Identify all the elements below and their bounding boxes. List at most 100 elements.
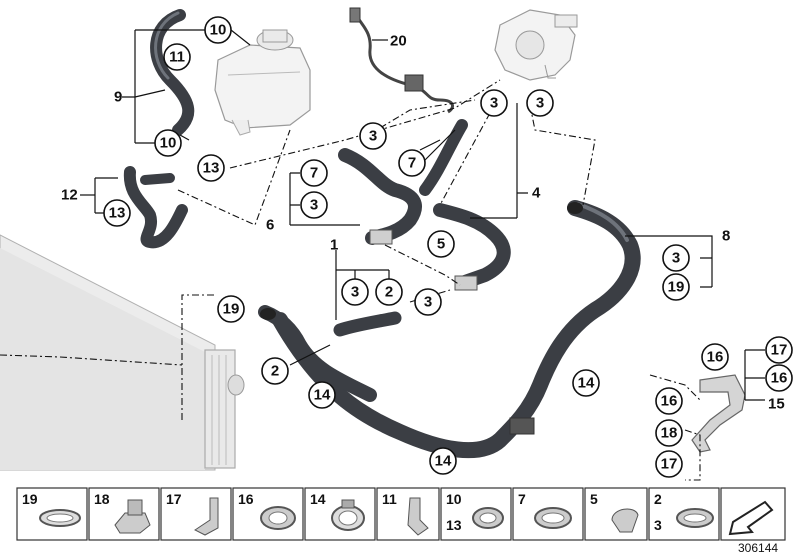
svg-text:11: 11	[169, 49, 185, 66]
svg-text:14: 14	[435, 453, 452, 470]
callout-14-c[interactable]: 14	[429, 447, 457, 475]
callout-16-c[interactable]: 16	[655, 387, 683, 415]
expansion-tank	[214, 29, 311, 136]
direction-arrow-icon	[728, 500, 774, 536]
hose-clamp-icon	[676, 508, 714, 528]
callout-7-a[interactable]: 7	[398, 149, 426, 177]
callout-17-a[interactable]: 17	[765, 336, 793, 364]
svg-text:5: 5	[437, 236, 445, 253]
svg-text:16: 16	[707, 349, 724, 366]
callout-10-bottom[interactable]: 10	[154, 129, 182, 157]
spring-clamp-icon	[260, 506, 296, 530]
svg-text:3: 3	[490, 95, 498, 112]
callout-3-g8[interactable]: 3	[662, 244, 690, 272]
reference-number: 306144	[738, 541, 778, 555]
callout-13-a[interactable]: 13	[197, 154, 225, 182]
svg-text:13: 13	[203, 160, 220, 177]
legend-item-16[interactable]: 16	[232, 487, 304, 541]
svg-text:16: 16	[771, 370, 788, 387]
callout-2-g1[interactable]: 2	[375, 278, 403, 306]
svg-text:3: 3	[672, 250, 680, 267]
radiator	[0, 234, 245, 471]
hose-clamp-icon	[331, 499, 365, 531]
leader-lines	[80, 29, 765, 401]
svg-text:3: 3	[351, 284, 359, 301]
callout-3-pump-b[interactable]: 3	[526, 89, 554, 117]
legend-item-10-13[interactable]: 10 13	[440, 487, 512, 541]
callout-17-b[interactable]: 17	[655, 450, 683, 478]
thermostat-housing	[494, 9, 578, 81]
callout-14-b[interactable]: 14	[572, 369, 600, 397]
legend-item-5[interactable]: 5	[584, 487, 648, 541]
legend-item-11[interactable]: 11	[376, 487, 440, 541]
hose-clamp-icon	[534, 507, 572, 529]
group-label-6: 6	[266, 217, 274, 234]
callout-7-b[interactable]: 7	[300, 159, 328, 187]
callout-14-a[interactable]: 14	[308, 381, 336, 409]
nut-icon	[114, 499, 151, 534]
callout-3-tank[interactable]: 3	[359, 122, 387, 150]
svg-text:18: 18	[94, 491, 110, 507]
legend-item-17[interactable]: 17	[160, 487, 232, 541]
svg-text:17: 17	[771, 342, 788, 359]
svg-text:16: 16	[661, 393, 678, 410]
svg-text:14: 14	[578, 375, 595, 392]
group-label-15: 15	[768, 396, 785, 413]
legend-item-7[interactable]: 7	[512, 487, 584, 541]
clip-icon	[407, 497, 429, 536]
callout-19-g8[interactable]: 19	[662, 273, 690, 301]
callout-16-b[interactable]: 16	[765, 364, 793, 392]
sensor-wire	[349, 7, 454, 114]
direction-arrow-box	[720, 487, 786, 541]
callout-19-left[interactable]: 19	[217, 295, 245, 323]
svg-text:10: 10	[446, 491, 462, 507]
callout-2-left[interactable]: 2	[261, 357, 289, 385]
callout-13-b[interactable]: 13	[103, 199, 131, 227]
callouts: 10 11 10 13 13 3 3 3 7 7 3 5 3 2 3 19 2 …	[103, 16, 793, 478]
svg-text:2: 2	[654, 491, 662, 507]
callout-18[interactable]: 18	[655, 419, 683, 447]
legend-item-18[interactable]: 18	[88, 487, 160, 541]
svg-text:2: 2	[385, 284, 393, 301]
callout-11[interactable]: 11	[163, 43, 191, 71]
svg-text:3: 3	[369, 128, 377, 145]
svg-text:14: 14	[310, 491, 326, 507]
svg-text:3: 3	[424, 294, 432, 311]
legend-item-14[interactable]: 14	[304, 487, 376, 541]
group-label-8: 8	[722, 228, 730, 245]
svg-text:19: 19	[668, 279, 685, 296]
callout-5[interactable]: 5	[427, 230, 455, 258]
svg-text:11: 11	[382, 491, 397, 507]
svg-text:3: 3	[654, 517, 662, 533]
callout-10-top[interactable]: 10	[204, 16, 232, 44]
parts-legend: 19 18 17 16	[16, 487, 786, 541]
dash-lines	[0, 79, 701, 481]
callout-3-g1-b[interactable]: 3	[414, 288, 442, 316]
svg-text:19: 19	[223, 301, 240, 318]
callout-3-g1-a[interactable]: 3	[341, 278, 369, 306]
svg-text:10: 10	[210, 22, 227, 39]
svg-text:3: 3	[536, 95, 544, 112]
hoses	[123, 9, 641, 459]
group-labels: 9 12 20 6 4 1 8 15	[61, 33, 785, 413]
hose-clamp-icon	[472, 507, 504, 529]
svg-text:14: 14	[314, 387, 331, 404]
legend-item-19[interactable]: 19	[16, 487, 88, 541]
svg-text:16: 16	[238, 491, 254, 507]
svg-text:13: 13	[109, 205, 126, 222]
svg-text:5: 5	[590, 491, 598, 507]
hose-clamp-icon	[39, 509, 81, 527]
group-label-20: 20	[390, 33, 407, 50]
svg-text:3: 3	[310, 197, 318, 214]
group-label-4: 4	[532, 185, 541, 202]
legend-item-2-3[interactable]: 2 3	[648, 487, 720, 541]
callout-3-pump-a[interactable]: 3	[480, 89, 508, 117]
svg-text:19: 19	[22, 491, 38, 507]
group-label-9: 9	[114, 89, 122, 106]
svg-text:17: 17	[661, 456, 678, 473]
svg-text:13: 13	[446, 517, 462, 533]
svg-text:7: 7	[518, 491, 526, 507]
bracket-clip-icon	[194, 497, 219, 536]
callout-16-a[interactable]: 16	[701, 343, 729, 371]
callout-3-group6[interactable]: 3	[300, 191, 328, 219]
